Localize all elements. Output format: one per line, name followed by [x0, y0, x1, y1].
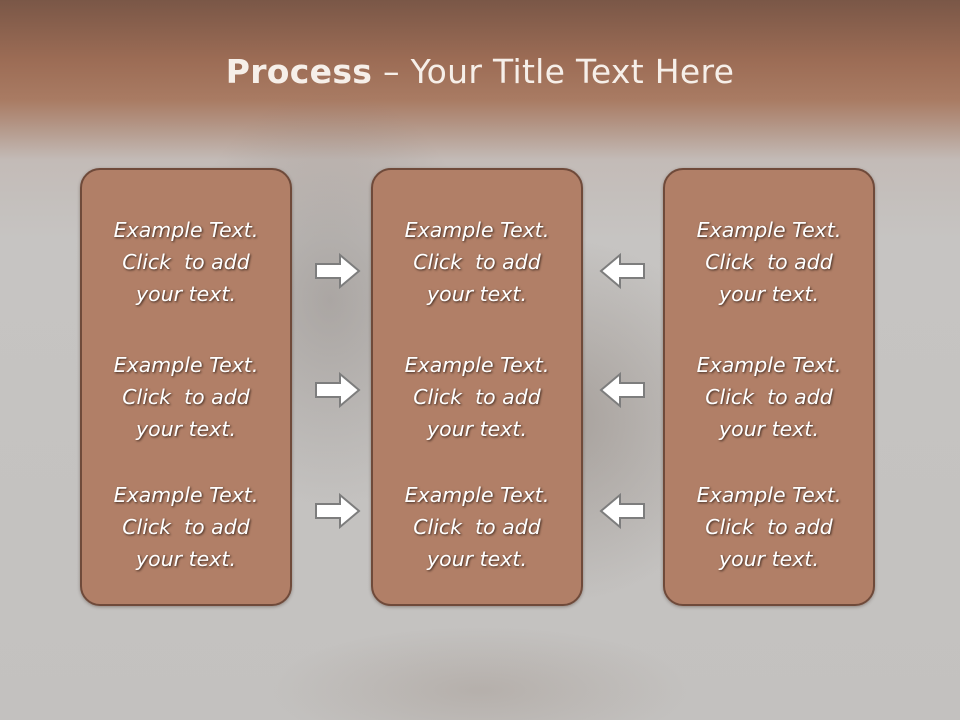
text-line: your text.	[719, 547, 819, 571]
text-placeholder[interactable]: Example Text. Click to add your text.	[373, 479, 581, 575]
text-placeholder[interactable]: Example Text. Click to add your text.	[665, 214, 873, 310]
text-line: Click to add	[413, 515, 541, 539]
text-placeholder[interactable]: Example Text. Click to add your text.	[82, 349, 290, 445]
text-line: Example Text.	[404, 483, 550, 507]
text-line: your text.	[136, 282, 236, 306]
left-arrow-icon	[599, 252, 645, 290]
text-line: Example Text.	[404, 353, 550, 377]
text-line: your text.	[427, 282, 527, 306]
right-arrow-icon	[315, 371, 361, 409]
text-line: your text.	[427, 417, 527, 441]
left-arrow-icon	[599, 371, 645, 409]
middle-text-box[interactable]: Example Text. Click to add your text. Ex…	[371, 168, 583, 606]
text-line: Example Text.	[113, 483, 259, 507]
text-line: Example Text.	[404, 218, 550, 242]
text-placeholder[interactable]: Example Text. Click to add your text.	[665, 479, 873, 575]
text-line: Click to add	[122, 385, 250, 409]
text-line: Click to add	[705, 250, 833, 274]
text-line: your text.	[136, 547, 236, 571]
text-line: your text.	[427, 547, 527, 571]
text-placeholder[interactable]: Example Text. Click to add your text.	[373, 349, 581, 445]
right-arrow-icon	[315, 492, 361, 530]
text-placeholder[interactable]: Example Text. Click to add your text.	[82, 214, 290, 310]
left-arrow-icon	[599, 492, 645, 530]
slide-title[interactable]: Process – Your Title Text Here	[0, 52, 960, 91]
text-line: your text.	[719, 417, 819, 441]
right-text-box[interactable]: Example Text. Click to add your text. Ex…	[663, 168, 875, 606]
title-bold: Process	[225, 52, 373, 91]
text-line: Example Text.	[696, 483, 842, 507]
text-line: Click to add	[122, 515, 250, 539]
text-placeholder[interactable]: Example Text. Click to add your text.	[373, 214, 581, 310]
text-line: Example Text.	[696, 353, 842, 377]
left-text-box[interactable]: Example Text. Click to add your text. Ex…	[80, 168, 292, 606]
text-placeholder[interactable]: Example Text. Click to add your text.	[665, 349, 873, 445]
text-line: Example Text.	[696, 218, 842, 242]
text-line: Click to add	[413, 385, 541, 409]
text-line: Click to add	[122, 250, 250, 274]
text-line: your text.	[136, 417, 236, 441]
text-placeholder[interactable]: Example Text. Click to add your text.	[82, 479, 290, 575]
right-arrow-icon	[315, 252, 361, 290]
text-line: Example Text.	[113, 218, 259, 242]
text-line: your text.	[719, 282, 819, 306]
text-line: Click to add	[705, 385, 833, 409]
title-rest: – Your Title Text Here	[372, 52, 735, 91]
text-line: Click to add	[705, 515, 833, 539]
text-line: Click to add	[413, 250, 541, 274]
text-line: Example Text.	[113, 353, 259, 377]
